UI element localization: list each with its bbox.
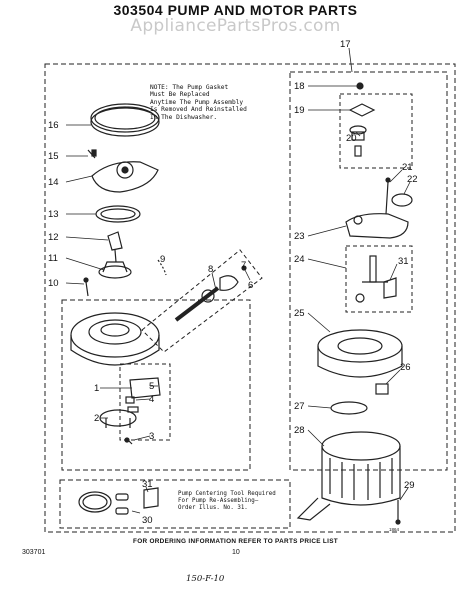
diagram-title: 303504 PUMP AND MOTOR PARTS	[113, 2, 358, 18]
callout-26: 26	[400, 362, 411, 373]
callout-24: 24	[294, 254, 305, 265]
ordering-info-footer: FOR ORDERING INFORMATION REFER TO PARTS …	[133, 538, 338, 545]
callout-9: 9	[160, 254, 165, 265]
callout-4: 4	[149, 394, 154, 405]
pump-centering-tool	[143, 487, 159, 509]
callout-21: 21	[402, 162, 413, 173]
motor	[321, 446, 401, 506]
callout-28: 28	[294, 425, 305, 436]
centering-tool-note: Pump Centering Tool Required For Pump Re…	[178, 491, 276, 511]
callout-2: 2	[94, 413, 99, 424]
callout-6: 6	[248, 280, 253, 291]
pump-cover	[91, 161, 159, 193]
callout-27: 27	[294, 401, 305, 412]
belt-ring	[78, 491, 112, 513]
callout-30: 30	[142, 515, 153, 526]
chopper-assembly	[129, 377, 161, 399]
callout-29: 29	[404, 480, 415, 491]
callout-8: 8	[208, 264, 213, 275]
motor-mount	[317, 329, 403, 363]
main-border	[44, 63, 456, 533]
motor-shield	[330, 401, 368, 415]
callout-15: 15	[48, 151, 59, 162]
callout-12: 12	[48, 232, 59, 243]
page-number: 10	[232, 549, 240, 556]
tool-box	[59, 479, 291, 529]
diagram-code: 303701	[22, 549, 46, 556]
callout-18: 18	[294, 81, 305, 92]
callout-17: 17	[340, 39, 351, 50]
motor-group-box	[289, 71, 448, 471]
callout-7: 7	[241, 260, 246, 271]
callout-22: 22	[407, 174, 418, 185]
callout-31: 31	[398, 256, 409, 267]
callout-13: 13	[48, 209, 59, 220]
callout-25: 25	[294, 308, 305, 319]
callout-3: 3	[149, 431, 154, 442]
callout-20: 20	[346, 133, 357, 144]
callout-23: 23	[294, 231, 305, 242]
watermark: AppliancePartsPros.com	[130, 16, 341, 36]
callout-16: 16	[48, 120, 59, 131]
callout-1: 1	[94, 383, 99, 394]
outlet-valve	[219, 275, 239, 291]
callout-14: 14	[48, 177, 59, 188]
handwritten-annotation: 150-F-10	[186, 574, 225, 584]
pump-gasket	[90, 103, 160, 133]
gasket-note: NOTE: The Pump Gasket Must Be Replaced A…	[150, 84, 247, 121]
figure-reference: 1864	[389, 527, 400, 532]
callout-19: 19	[294, 105, 305, 116]
callout-11: 11	[48, 253, 58, 264]
pump-base-box	[61, 299, 251, 471]
callout-5: 5	[149, 381, 154, 392]
callout-31-tool: 31	[142, 479, 153, 490]
impeller	[98, 265, 132, 279]
callout-10: 10	[48, 278, 59, 289]
